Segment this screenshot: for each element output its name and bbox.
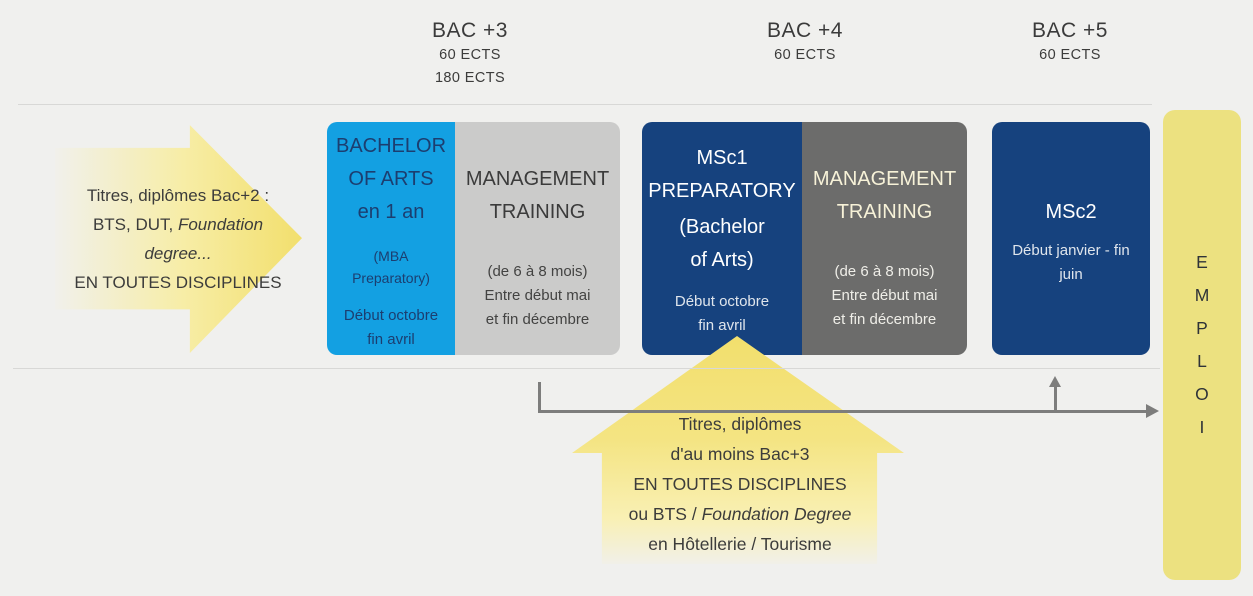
header-bac4-ects: 60 ECTS: [774, 47, 836, 63]
msc2-title: MSc2: [1045, 201, 1097, 223]
header-bac5: BAC +5 60 ECTS: [930, 18, 1210, 67]
header-bac5-title: BAC +5: [1032, 19, 1108, 42]
timeline-up-tick: [1054, 386, 1057, 413]
header-bac3-title: BAC +3: [432, 19, 508, 42]
divider-under-headers: [18, 104, 1152, 105]
timeline-line: [538, 410, 1148, 413]
timeline-right-arrowhead-icon: [1146, 404, 1159, 418]
header-bac4: BAC +4 60 ECTS: [665, 18, 945, 67]
timeline-up-arrowhead-icon: [1049, 376, 1061, 387]
timeline-start-tick: [538, 382, 541, 413]
divider-under-blocks: [13, 368, 1160, 369]
bac2-entry-requirements: Titres, diplômes Bac+2 :BTS, DUT, Founda…: [74, 186, 282, 292]
header-bac5-ects: 60 ECTS: [1039, 47, 1101, 63]
header-bac4-title: BAC +4: [767, 19, 843, 42]
